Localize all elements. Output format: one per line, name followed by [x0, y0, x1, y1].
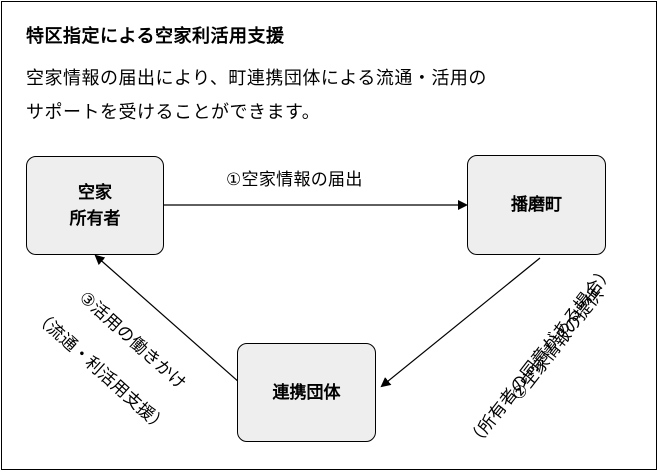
- node-partner-label: 連携団体: [272, 382, 341, 403]
- arrow-town-to-partner: [380, 257, 541, 388]
- node-owner-line-1: 空家: [78, 182, 112, 203]
- arrow-partner-to-owner: [94, 254, 241, 384]
- node-partner: 連携団体: [237, 343, 376, 442]
- node-owner: 空家 所有者: [26, 156, 164, 255]
- node-town-label: 播磨町: [511, 195, 562, 215]
- node-owner-line-2: 所有者: [69, 208, 121, 229]
- edge-label-owner-to-town: ①空家情報の届出: [226, 170, 363, 190]
- description-line-1: 空家情報の届出により、町連携団体による流通・活用の: [26, 68, 487, 89]
- diagram-title: 特区指定による空家利活用支援: [26, 26, 285, 47]
- diagram-description: 空家情報の届出により、町連携団体による流通・活用の サポートを受けることができま…: [26, 62, 646, 130]
- description-line-2: サポートを受けることができます。: [26, 102, 321, 123]
- node-town: 播磨町: [467, 155, 606, 255]
